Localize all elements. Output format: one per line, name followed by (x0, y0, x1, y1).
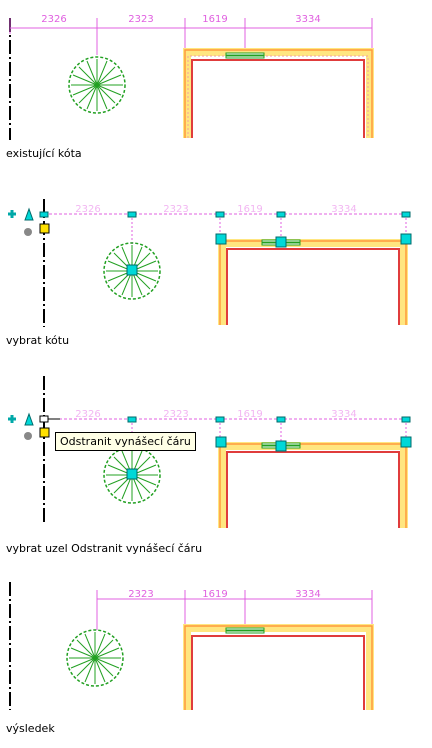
add-grip-icon[interactable] (8, 210, 16, 218)
dimension-grip[interactable] (127, 416, 137, 423)
drawing-canvas: 2326 2323 1619 3334 (8, 199, 412, 327)
extension-grip[interactable] (275, 440, 287, 452)
panel-existing-dimension: 2326 2323 1619 3334 (0, 0, 432, 185)
tooltip: Odstranit vynášecí čáru (55, 432, 196, 451)
drawing-canvas: 2323 1619 3334 (9, 582, 374, 710)
circle-grip-icon[interactable] (24, 432, 32, 440)
extension-grip[interactable] (215, 233, 227, 245)
dimension-grip[interactable] (401, 416, 411, 423)
window-symbol (225, 52, 265, 59)
dimension-grip-selected[interactable] (39, 415, 49, 423)
dimension-grip[interactable] (215, 416, 225, 423)
circle-grip-icon[interactable] (24, 228, 32, 236)
triangle-grip-icon[interactable] (24, 412, 34, 426)
tree-symbol (66, 629, 124, 687)
extension-grip[interactable] (215, 436, 227, 448)
dimension-grip[interactable] (39, 211, 49, 218)
drawing-canvas: 2326 2323 1619 3334 (9, 14, 374, 140)
dimension-text: 2326 (41, 14, 66, 25)
dimension-text: 2326 (75, 409, 100, 420)
dimension-text: 2323 (163, 409, 188, 420)
dimension-text: 1619 (237, 409, 262, 420)
wall-outline (183, 624, 374, 710)
panel-remove-extension: 2326 2323 1619 3334 (0, 370, 432, 560)
dimension-grip[interactable] (127, 211, 137, 218)
extension-grip[interactable] (400, 436, 412, 448)
extension-grip[interactable] (126, 264, 138, 276)
triangle-grip-icon[interactable] (24, 207, 34, 221)
dimension-text: 2323 (163, 204, 188, 215)
dimension-text: 1619 (202, 589, 227, 600)
tree-symbol (68, 56, 126, 114)
dimension-text: 3334 (331, 204, 356, 215)
add-grip-icon[interactable] (8, 415, 16, 423)
dimension-text: 2323 (128, 14, 153, 25)
dimension-grip[interactable] (276, 211, 286, 218)
dimension-text: 3334 (295, 589, 320, 600)
panel-select-dimension: 2326 2323 1619 3334 (0, 185, 432, 370)
extension-grip[interactable] (275, 236, 287, 248)
drawing-canvas: 2326 2323 1619 3334 (8, 376, 412, 528)
dimension-text: 1619 (237, 204, 262, 215)
dimension-text: 1619 (202, 14, 227, 25)
panel-result: 2323 1619 3334 výsl (0, 560, 432, 748)
square-grip-icon[interactable] (39, 223, 50, 234)
dimension-text: 3334 (295, 14, 320, 25)
caption: výsledek (6, 722, 55, 735)
wall-outline (183, 48, 374, 138)
window-symbol (225, 627, 265, 634)
caption: vybrat kótu (6, 334, 70, 347)
wall-outline (218, 442, 408, 528)
wall-outline (218, 239, 408, 325)
dimension-text: 2323 (128, 589, 153, 600)
dimension-text: 2326 (75, 204, 100, 215)
extension-grip[interactable] (400, 233, 412, 245)
dimension-grip[interactable] (401, 211, 411, 218)
caption: existující kóta (6, 147, 82, 160)
extension-grip[interactable] (126, 468, 138, 480)
dimension-grip[interactable] (276, 416, 286, 423)
dimension-grip[interactable] (215, 211, 225, 218)
dimension-text: 3334 (331, 409, 356, 420)
caption: vybrat uzel Odstranit vynášecí čáru (6, 542, 203, 555)
square-grip-icon[interactable] (39, 427, 50, 438)
